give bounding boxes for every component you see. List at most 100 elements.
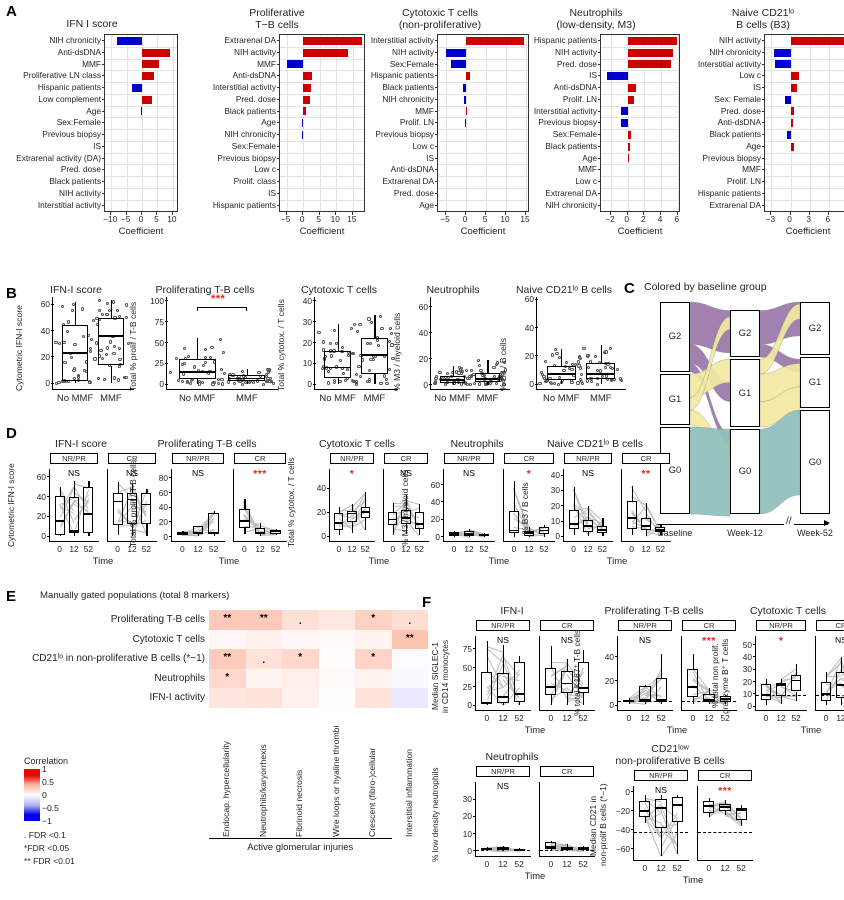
panel-b-point xyxy=(330,354,334,358)
panel-a-hgrid-1-10 xyxy=(280,152,364,154)
panel-a-hgrid-2-8 xyxy=(438,129,528,130)
panel-b-point xyxy=(103,377,107,381)
panel-f-chart-0-ytick-1: 25 xyxy=(462,681,472,692)
panel-b-point xyxy=(113,376,117,380)
panel-f-chart-0-xaxis-1 xyxy=(539,710,595,712)
panel-a-hgrid-1-1 xyxy=(280,46,364,48)
panel-b-point xyxy=(349,327,353,331)
panel-f-chart-3-plotarea-1 xyxy=(539,782,595,858)
panel-d-chart-4-title: Naive CD21ˡᵒ B cells xyxy=(520,438,670,451)
panel-e-annotation-2-0: ** xyxy=(223,652,232,663)
panel-b-point xyxy=(268,379,272,383)
panel-f-chart-4-xaxis-0 xyxy=(633,860,689,862)
panel-f-chart-2-xlabel: Time xyxy=(800,724,822,735)
panel-a-hgrid-1-14 xyxy=(280,199,364,201)
panel-a-feature-label-0-5: Low complement xyxy=(0,94,104,106)
panel-d-chart-4-xtick-0-0: 0 xyxy=(571,544,576,554)
panel-b-point xyxy=(338,379,342,384)
panel-b-point xyxy=(495,382,499,386)
panel-d-chart-0-0-2-whisker-bottom xyxy=(88,533,90,537)
panel-f-chart-0-strip-1: CR xyxy=(540,620,594,631)
panel-d-chart-2-1-2-whisker-top xyxy=(419,503,421,513)
panel-a-feature-label-3-7: Previous biopsy xyxy=(506,117,600,129)
panel-a-bar-3-6 xyxy=(621,107,628,116)
panel-f-chart-2-title: Cytotoxic T cells xyxy=(710,605,844,618)
panel-a-hgrid-2-11 xyxy=(438,164,528,166)
panel-f-chart-2-strip-1: CR xyxy=(816,620,844,631)
panel-d-chart-4-1-0-whisker-bottom xyxy=(631,528,633,535)
panel-f-chart-3-0-2-median xyxy=(513,848,525,851)
panel-f-chart-3-0-1-median xyxy=(497,847,509,850)
panel-b-point xyxy=(237,374,241,378)
panel-a-hgrid-3-14 xyxy=(601,199,679,201)
panel-a-hgrid-0-14 xyxy=(105,199,177,201)
panel-a-chart-title-0: IFN I score xyxy=(0,8,184,34)
panel-f-chart-4-0-0-whisker-top xyxy=(644,795,646,802)
panel-b-point xyxy=(391,356,395,361)
panel-f-chart-1-1-0-whisker-top xyxy=(692,654,694,669)
panel-d-chart-1-xtick-1-2: 52 xyxy=(270,544,281,554)
panel-f-chart-0-ytickmark-2 xyxy=(473,667,476,669)
panel-a-feature-label-1-8: NIH chronicity xyxy=(183,129,279,141)
panel-a-hgrid-0-3 xyxy=(105,70,177,72)
panel-b-point xyxy=(577,360,581,364)
panel-a-xlabel-3: Coefficient xyxy=(617,226,663,238)
panel-b-group-label-1-1: MMF xyxy=(236,392,258,404)
panel-d-chart-1-0-0-whisker-bottom xyxy=(182,534,184,536)
panel-e-col-label-1: Neutrophils/karyorrhexis xyxy=(257,743,268,837)
panel-d-chart-0-0-0-median xyxy=(54,520,65,523)
panel-b-point xyxy=(210,346,214,350)
panel-e-row-label-0: Proliferating T-B cells xyxy=(110,614,205,625)
panel-d-chart-0-plotarea-1 xyxy=(107,469,157,543)
panel-a-xlabel-1: Coefficient xyxy=(299,226,345,238)
panel-a-tickmark-2-3 xyxy=(505,212,506,216)
panel-a-xtick-1-1: 0 xyxy=(299,214,305,225)
panel-b-point xyxy=(380,327,384,331)
panel-b-point xyxy=(616,367,620,371)
panel-d-chart-0-1-1-whisker-top xyxy=(132,483,134,493)
panel-b-point xyxy=(72,368,76,372)
panel-d-chart-4-sig-1: ** xyxy=(641,468,651,480)
panel-a-xtick-2-4: 15 xyxy=(520,214,530,225)
panel-f-chart-4-strip-0: NR/PR xyxy=(634,770,688,781)
panel-d-chart-3-ytickmark-1 xyxy=(441,518,444,520)
panel-a-bar-1-6 xyxy=(303,107,307,116)
panel-b-point xyxy=(604,350,608,354)
panel-b-ytick-1-0: 0 xyxy=(159,379,164,390)
panel-e-row-label-2: CD21ˡᵒ in non-proliferative B cells (*−1… xyxy=(32,653,205,664)
panel-c-node-Week-12-G2: G2 xyxy=(730,310,760,358)
panel-f-chart-2-xtick-0-2: 52 xyxy=(791,713,801,723)
panel-f-chart-0-xtick-1-2: 52 xyxy=(578,713,588,723)
panel-f-chart-2-strip-0: NR/PR xyxy=(756,620,806,631)
panel-f-chart-1-xtick-0-1: 12 xyxy=(640,713,650,723)
panel-d-chart-1-1-2-whisker-bottom xyxy=(275,533,277,536)
panel-a-feature-label-2-2: Sex:Female xyxy=(345,59,437,71)
panel-f-chart-0-1-1-median xyxy=(561,682,573,685)
panel-b-point xyxy=(542,377,546,381)
panel-d-chart-2-xtick-0-1: 12 xyxy=(347,544,357,554)
panel-b-0-1-whisker-top xyxy=(110,300,113,318)
panel-b-point xyxy=(492,366,496,370)
panel-c-node-Week-52-G1: G1 xyxy=(800,357,830,408)
panel-a-feature-label-2-10: IS xyxy=(345,153,437,165)
panel-e-row-label-3: Neutrophils xyxy=(154,672,205,684)
panel-a-feature-label-1-1: NIH activity xyxy=(183,47,279,59)
panel-f-chart-1-ytickmark-1 xyxy=(615,680,618,682)
panel-a-hgrid-0-13 xyxy=(105,187,177,189)
panel-b-point xyxy=(346,354,350,358)
panel-a-bar-2-2 xyxy=(451,60,466,69)
panel-b-point xyxy=(353,379,357,383)
panel-d-chart-2-1-0-whisker-bottom xyxy=(392,525,394,535)
panel-a-bar-1-7 xyxy=(302,119,304,128)
panel-f-letter: F xyxy=(422,594,432,611)
